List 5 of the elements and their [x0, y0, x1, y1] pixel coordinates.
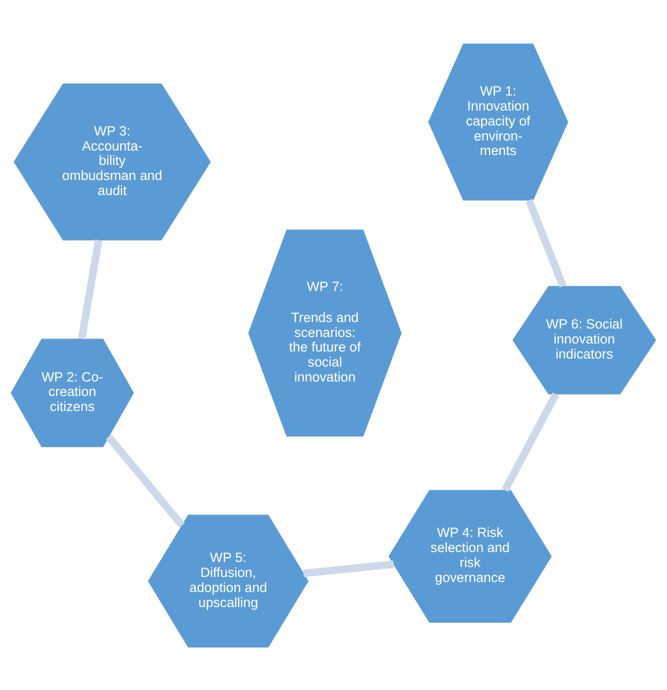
connector [303, 560, 394, 577]
connector [526, 198, 566, 288]
connector [106, 434, 185, 528]
connector [502, 392, 560, 492]
connector [78, 238, 102, 339]
